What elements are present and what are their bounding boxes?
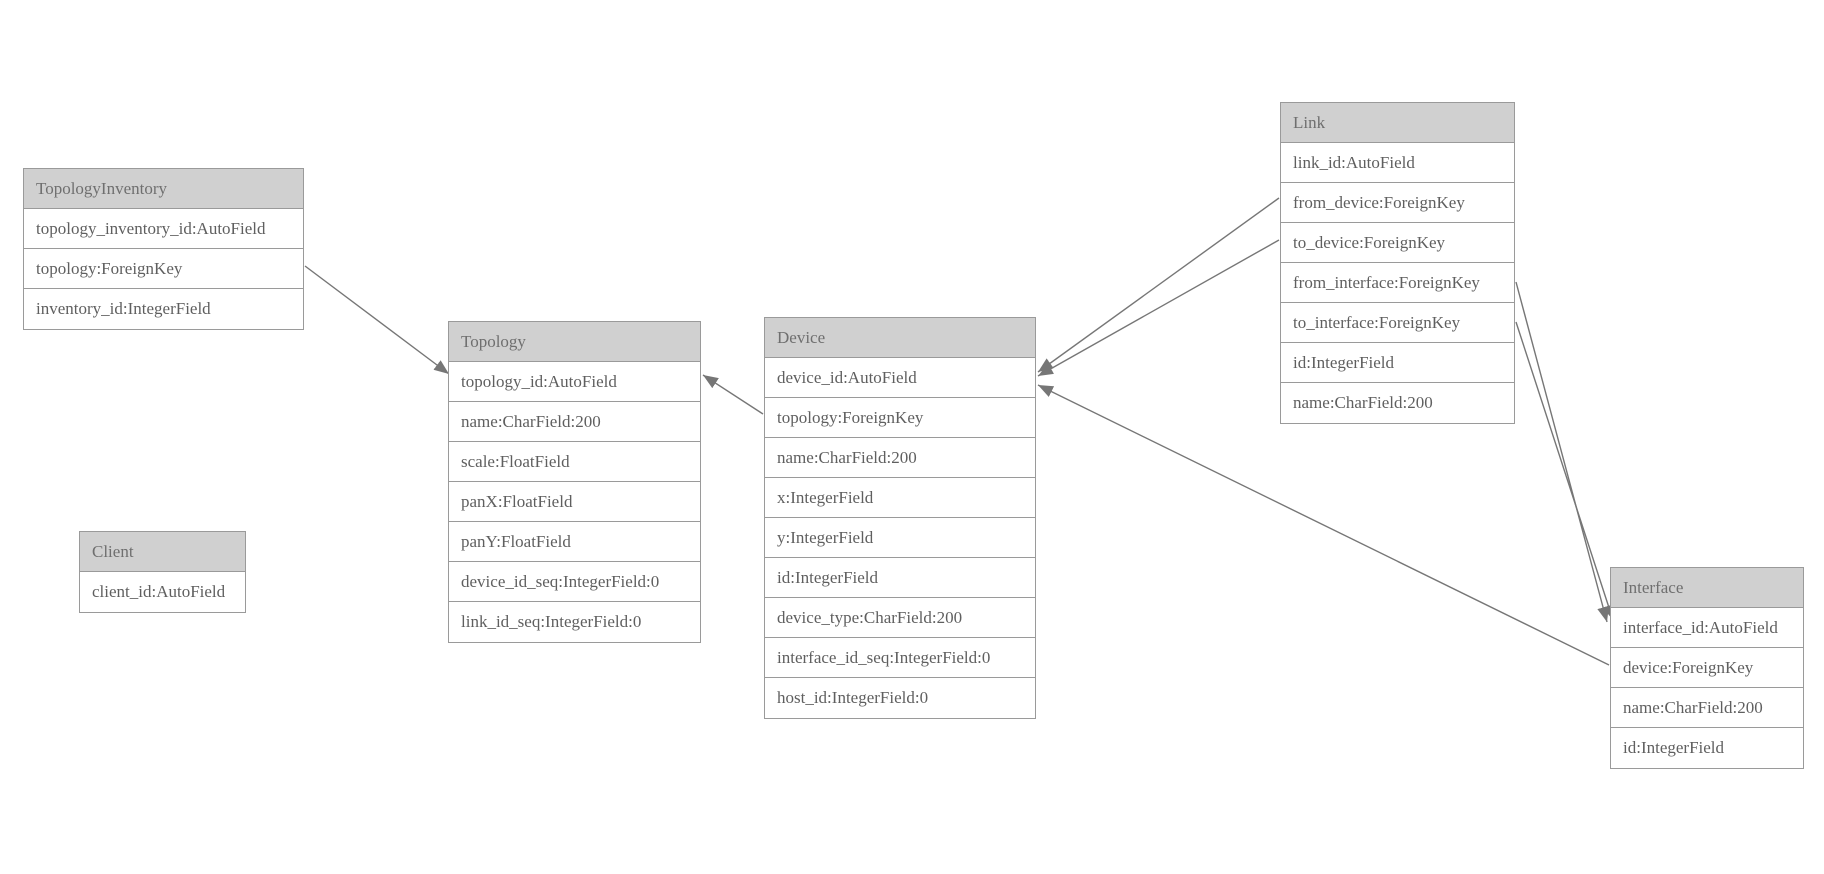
entity-field: name:CharField:200 (449, 402, 700, 442)
entity-field: y:IntegerField (765, 518, 1035, 558)
entity-title: Interface (1611, 568, 1803, 608)
entity-field: device_type:CharField:200 (765, 598, 1035, 638)
entity-field: name:CharField:200 (1281, 383, 1514, 423)
entity-field: panX:FloatField (449, 482, 700, 522)
entity-client[interactable]: Client client_id:AutoField (79, 531, 246, 613)
entity-title: TopologyInventory (24, 169, 303, 209)
entity-field: id:IntegerField (765, 558, 1035, 598)
entity-field: host_id:IntegerField:0 (765, 678, 1035, 718)
entity-field: link_id_seq:IntegerField:0 (449, 602, 700, 642)
entity-field: device_id:AutoField (765, 358, 1035, 398)
entity-interface[interactable]: Interface interface_id:AutoField device:… (1610, 567, 1804, 769)
entity-field: device:ForeignKey (1611, 648, 1803, 688)
entity-field: topology:ForeignKey (24, 249, 303, 289)
edge-link-from-interface (1515, 281, 1609, 623)
edge-link-to-interface (1515, 321, 1615, 621)
entity-field: from_device:ForeignKey (1281, 183, 1514, 223)
entity-device[interactable]: Device device_id:AutoField topology:Fore… (764, 317, 1036, 719)
entity-field: id:IntegerField (1281, 343, 1514, 383)
entity-title: Device (765, 318, 1035, 358)
entity-field: device_id_seq:IntegerField:0 (449, 562, 700, 602)
entity-title: Client (80, 532, 245, 572)
entity-field: id:IntegerField (1611, 728, 1803, 768)
entity-field: to_interface:ForeignKey (1281, 303, 1514, 343)
edge-interface-device (1037, 384, 1610, 666)
entity-field: interface_id:AutoField (1611, 608, 1803, 648)
entity-field: name:CharField:200 (1611, 688, 1803, 728)
edge-link-to-device (1037, 239, 1280, 377)
entity-title: Link (1281, 103, 1514, 143)
entity-field: scale:FloatField (449, 442, 700, 482)
entity-field: panY:FloatField (449, 522, 700, 562)
entity-field: link_id:AutoField (1281, 143, 1514, 183)
edge-link-from-device (1037, 197, 1280, 373)
entity-field: topology_id:AutoField (449, 362, 700, 402)
entity-field: x:IntegerField (765, 478, 1035, 518)
entity-field: topology:ForeignKey (765, 398, 1035, 438)
edge-device-topology (702, 374, 764, 415)
entity-field: from_interface:ForeignKey (1281, 263, 1514, 303)
edge-topologyinventory-topology (304, 265, 450, 375)
entity-title: Topology (449, 322, 700, 362)
entity-field: client_id:AutoField (80, 572, 245, 612)
entity-field: interface_id_seq:IntegerField:0 (765, 638, 1035, 678)
entity-field: inventory_id:IntegerField (24, 289, 303, 329)
entity-topology-inventory[interactable]: TopologyInventory topology_inventory_id:… (23, 168, 304, 330)
entity-field: name:CharField:200 (765, 438, 1035, 478)
entity-topology[interactable]: Topology topology_id:AutoField name:Char… (448, 321, 701, 643)
entity-link[interactable]: Link link_id:AutoField from_device:Forei… (1280, 102, 1515, 424)
entity-field: to_device:ForeignKey (1281, 223, 1514, 263)
entity-field: topology_inventory_id:AutoField (24, 209, 303, 249)
